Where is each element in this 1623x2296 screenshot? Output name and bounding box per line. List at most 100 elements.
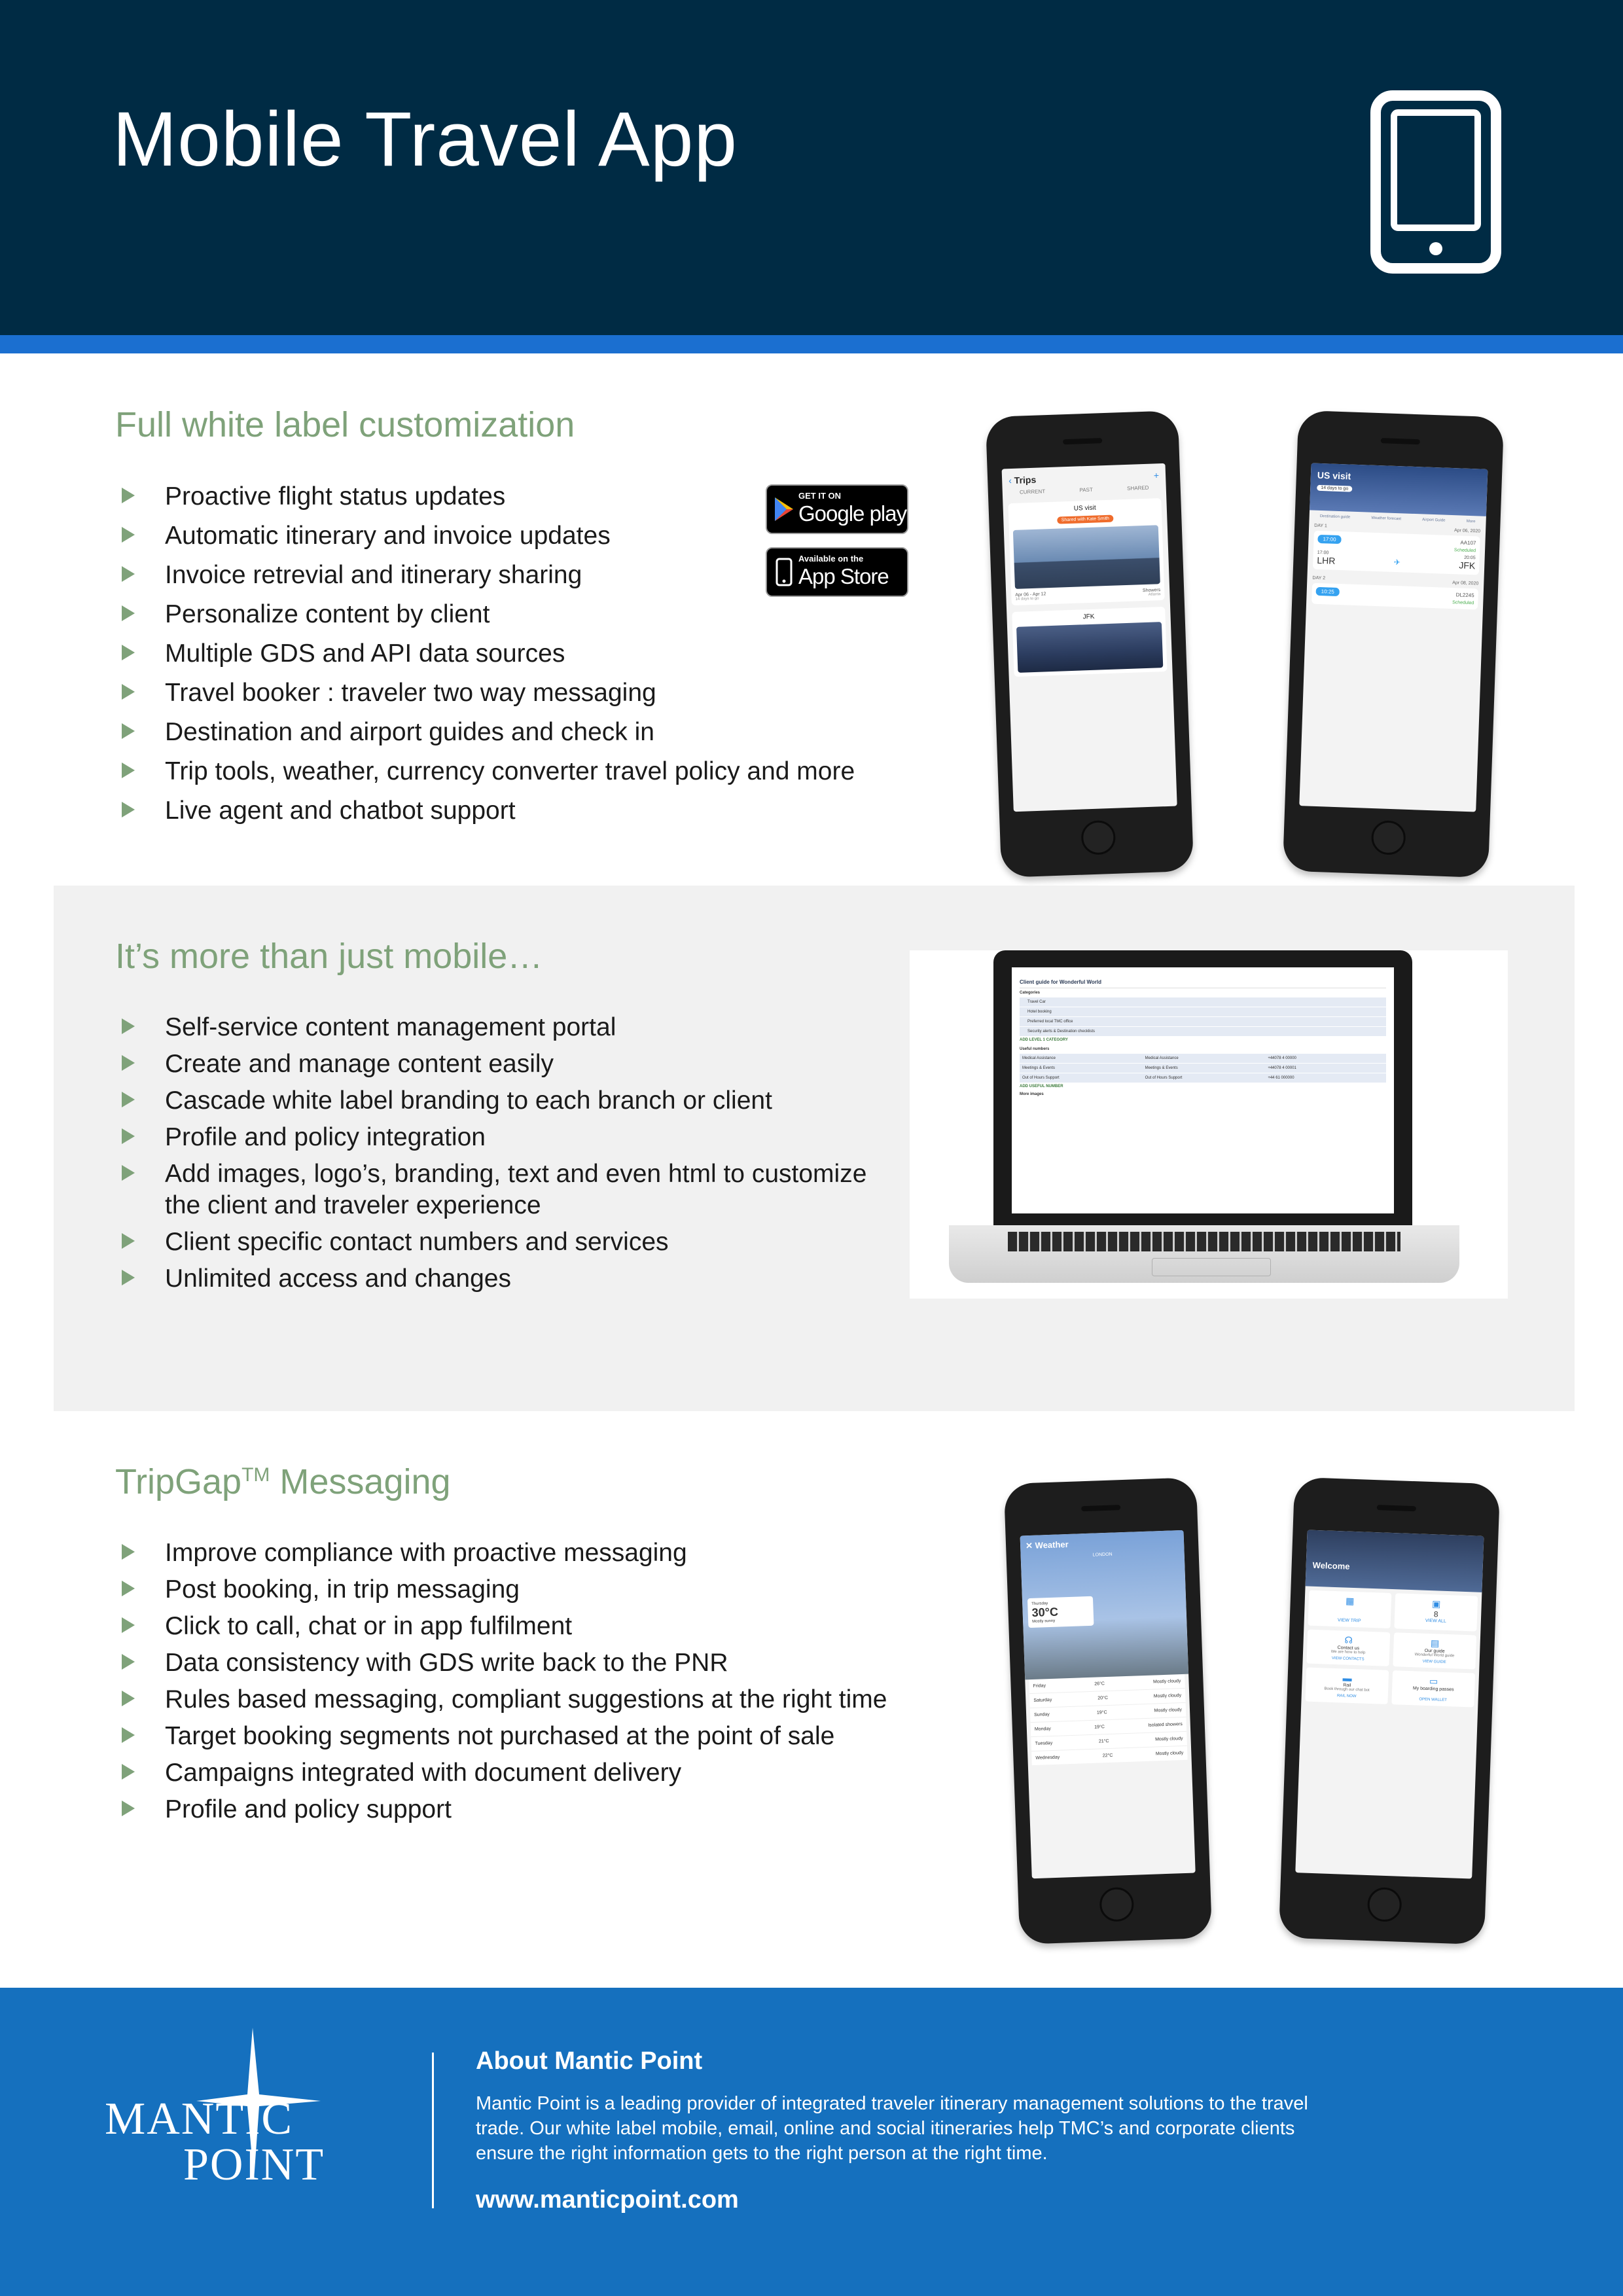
trips-title: Trips — [1014, 474, 1037, 486]
bullet-arrow-icon — [122, 1654, 135, 1670]
contact-tile[interactable]: ☊ Contact us We are here to help VIEW CO… — [1306, 1629, 1391, 1666]
close-icon[interactable]: ✕ — [1025, 1540, 1033, 1551]
section-title-customization: Full white label customization — [115, 405, 575, 444]
list-item: Multiple GDS and API data sources — [115, 638, 901, 670]
number-row[interactable]: Medical Assistance Medical Assistance +4… — [1020, 1054, 1386, 1064]
svg-text:POINT: POINT — [183, 2140, 325, 2190]
home-button — [1366, 1887, 1402, 1922]
bullet-arrow-icon — [122, 527, 135, 543]
city-image — [1016, 622, 1164, 673]
trip-card[interactable]: US visit Shared with Kate Smith Apr 06 -… — [1008, 498, 1165, 606]
list-item: Client specific contact numbers and serv… — [115, 1227, 901, 1258]
website-link[interactable]: www.manticpoint.com — [476, 2186, 739, 2214]
customization-list: Proactive flight status updates Automati… — [115, 481, 901, 834]
list-item: Create and manage content easily — [115, 1049, 901, 1080]
header-stripe — [0, 335, 1623, 353]
trip-card[interactable]: JFK — [1012, 606, 1168, 677]
list-item: Personalize content by client — [115, 599, 901, 630]
trips-screen: ‹ Trips + CURRENT PAST SHARED US visit S… — [1001, 463, 1177, 812]
section-title-more-than-mobile: It’s more than just mobile… — [115, 937, 543, 976]
bullet-arrow-icon — [122, 1018, 135, 1034]
list-item: Proactive flight status updates — [115, 481, 901, 512]
bullet-arrow-icon — [122, 1128, 135, 1144]
category-row[interactable]: Preferred local TMC office — [1020, 1017, 1386, 1027]
list-item: Automatic itinerary and invoice updates — [115, 520, 901, 552]
bullet-arrow-icon — [122, 1055, 135, 1071]
trip-tile[interactable]: ▦ VIEW TRIP — [1308, 1590, 1392, 1628]
guide-tile[interactable]: ▤ Our guide Wonderful World guide VIEW G… — [1393, 1632, 1477, 1670]
bullet-arrow-icon — [122, 605, 135, 621]
bullet-arrow-icon — [122, 1764, 135, 1780]
category-row[interactable]: Security alerts & Destination checklists — [1027, 1030, 1096, 1033]
bullet-arrow-icon — [122, 1233, 135, 1249]
trips-count-tile[interactable]: ▣ 8 VIEW ALL — [1394, 1593, 1478, 1632]
mantic-point-logo: MANTIC POINT — [105, 2028, 325, 2190]
flight-card[interactable]: 17:00 AA107 Scheduled 17:00 20:05 LHR ✈ … — [1312, 530, 1480, 575]
bullet-arrow-icon — [122, 1727, 135, 1743]
category-row[interactable]: Travel Car — [1020, 997, 1386, 1007]
about-text: Mantic Point is a leading provider of in… — [476, 2093, 1308, 2164]
google-play-icon — [775, 497, 793, 521]
plane-icon: ✈ — [1393, 557, 1401, 567]
list-item: Live agent and chatbot support — [115, 795, 901, 827]
list-item: Target booking segments not purchased at… — [115, 1721, 901, 1752]
weather-screen: ✕ Weather LONDON Thursday 30°C Mostly su… — [1020, 1530, 1196, 1879]
trip-header: US visit 14 days to go — [1310, 463, 1488, 516]
home-button — [1099, 1886, 1135, 1922]
list-item: Add images, logo’s, branding, text and e… — [115, 1158, 901, 1221]
phone-weather: ✕ Weather LONDON Thursday 30°C Mostly su… — [1003, 1477, 1213, 1945]
number-row[interactable]: Out of Hours Support Out of Hours Suppor… — [1022, 1076, 1294, 1080]
laptop-base — [949, 1225, 1459, 1283]
messaging-list: Improve compliance with proactive messag… — [115, 1537, 901, 1831]
bullet-arrow-icon — [122, 488, 135, 503]
footer-divider — [432, 2053, 434, 2208]
welcome-screen: Welcome ▦ VIEW TRIP ▣ 8 VIEW ALL ☊ Conta… — [1295, 1530, 1484, 1879]
tab-current[interactable]: CURRENT — [1019, 488, 1046, 495]
weather-button[interactable]: Weather forecast — [1371, 516, 1402, 522]
weather-header: ✕ Weather LONDON Thursday 30°C Mostly su… — [1020, 1530, 1189, 1680]
laptop-lid: Client guide for Wonderful World Categor… — [993, 950, 1412, 1225]
bullet-arrow-icon — [122, 1691, 135, 1706]
calendar-icon: ▦ — [1345, 1595, 1355, 1607]
laptop-keyboard — [1008, 1232, 1400, 1251]
bullet-arrow-icon — [122, 684, 135, 700]
category-row[interactable]: Hotel booking — [1020, 1007, 1386, 1017]
list-item: Cascade white label branding to each bra… — [115, 1085, 901, 1117]
shared-tag: Shared with Kate Smith — [1057, 514, 1114, 524]
tab-past[interactable]: PAST — [1079, 486, 1093, 493]
list-item: Improve compliance with proactive messag… — [115, 1537, 901, 1569]
page-title: Mobile Travel App — [113, 96, 738, 183]
bullet-arrow-icon — [122, 802, 135, 817]
list-item: Unlimited access and changes — [115, 1263, 901, 1295]
tab-shared[interactable]: SHARED — [1127, 484, 1149, 492]
bullet-arrow-icon — [122, 1801, 135, 1816]
laptop-image: Client guide for Wonderful World Categor… — [910, 950, 1508, 1299]
number-row[interactable]: Meetings & Events Meetings & Events +440… — [1020, 1064, 1386, 1073]
add-icon[interactable]: + — [1153, 470, 1160, 481]
more-button[interactable]: More — [1466, 519, 1476, 524]
back-icon[interactable]: ‹ — [1008, 475, 1012, 486]
list-item: Profile and policy integration — [115, 1122, 901, 1153]
add-category-button[interactable]: ADD LEVEL 1 CATEGORY — [1020, 1038, 1068, 1042]
bullet-arrow-icon — [122, 1092, 135, 1107]
phone-speaker — [1081, 1505, 1121, 1512]
boarding-pass-tile[interactable]: ▭ My boarding passes OPEN WALLET — [1391, 1670, 1476, 1708]
list-item: Click to call, chat or in app fulfilment — [115, 1611, 901, 1642]
rail-tile[interactable]: ▬ Rail Book through our chat bot RAIL NO… — [1305, 1667, 1389, 1704]
app-store-badge[interactable]: Available on the App Store — [766, 547, 908, 597]
list-item: Post booking, in trip messaging — [115, 1574, 901, 1605]
phone-trip-detail: US visit 14 days to go Destination guide… — [1282, 410, 1505, 878]
bullet-arrow-icon — [122, 1544, 135, 1560]
home-button — [1370, 820, 1406, 855]
bullet-arrow-icon — [122, 1165, 135, 1181]
add-useful-number-button[interactable]: ADD USEFUL NUMBER — [1020, 1085, 1063, 1088]
bullet-arrow-icon — [122, 723, 135, 739]
footer — [0, 1988, 1623, 2296]
google-play-badge[interactable]: GET IT ON Google play — [766, 484, 908, 534]
svg-text:MANTIC: MANTIC — [105, 2094, 293, 2144]
airport-guide-button[interactable]: Airport Guide — [1422, 518, 1446, 523]
flight-card[interactable]: 10:25 DL2245 Scheduled — [1311, 583, 1479, 610]
destination-guide-button[interactable]: Destination guide — [1319, 514, 1351, 520]
list-item: Campaigns integrated with document deliv… — [115, 1757, 901, 1789]
